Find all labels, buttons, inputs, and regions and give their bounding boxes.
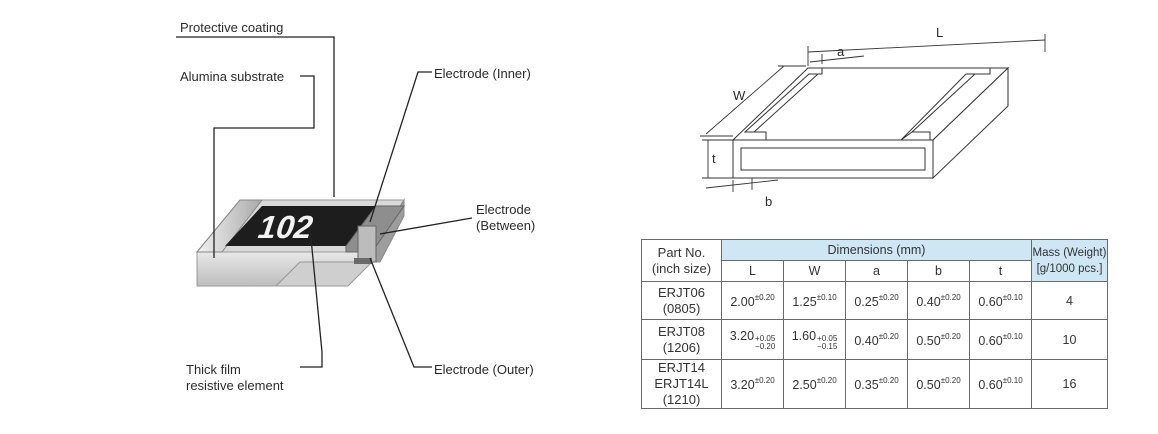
cell-L: 2.00±0.20 bbox=[721, 281, 784, 320]
cell-b: 0.40±0.20 bbox=[907, 281, 970, 320]
dim-label-W: W bbox=[733, 88, 746, 103]
cell-W: 1.25±0.10 bbox=[783, 281, 846, 320]
electrode-step-left bbox=[743, 73, 820, 133]
chip-front-inner bbox=[740, 147, 926, 171]
header-mass: Mass (Weight) [g/1000 pcs.] bbox=[1031, 239, 1108, 282]
cell-W: 2.50±0.20 bbox=[783, 359, 846, 409]
cell-a: 0.35±0.20 bbox=[845, 359, 908, 409]
chip-top-face bbox=[731, 67, 1010, 141]
dim-label-a: a bbox=[837, 44, 845, 59]
leader-thick-film bbox=[300, 227, 323, 368]
label-thick-film-1: Thick film bbox=[186, 362, 241, 377]
col-t: t bbox=[969, 260, 1032, 282]
cell-part-no: ERJT08(1206) bbox=[641, 319, 722, 360]
electrode-step-right bbox=[900, 73, 977, 141]
leader-alumina-substrate bbox=[213, 75, 315, 258]
cell-L: 3.20±0.20 bbox=[721, 359, 784, 409]
label-electrode-inner: Electrode (Inner) bbox=[434, 66, 531, 81]
leader-electrode-outer bbox=[369, 257, 432, 368]
cell-part-no: ERJT06(0805) bbox=[641, 281, 722, 320]
electrode-left-top bbox=[745, 131, 767, 140]
cell-L: 3.20+0.05−0.20 bbox=[721, 319, 784, 360]
cell-mass: 16 bbox=[1031, 359, 1108, 409]
electrode-left-back bbox=[809, 68, 823, 75]
dim-label-b: b bbox=[765, 194, 773, 209]
chip-structure-illustration: 102 bbox=[176, 36, 473, 368]
cell-mass: 10 bbox=[1031, 319, 1108, 360]
cell-a: 0.40±0.20 bbox=[845, 319, 908, 360]
electrode-right-back bbox=[966, 68, 991, 75]
label-thick-film-2: resistive element bbox=[186, 378, 284, 393]
label-alumina-substrate: Alumina substrate bbox=[180, 69, 285, 84]
col-a: a bbox=[845, 260, 908, 282]
dim-b-line bbox=[705, 179, 779, 189]
header-dimensions: Dimensions (mm) bbox=[721, 239, 1032, 261]
cell-a: 0.25±0.20 bbox=[845, 281, 908, 320]
col-W: W bbox=[783, 260, 846, 282]
header-part-no: Part No. (inch size) bbox=[641, 239, 722, 282]
cell-t: 0.60±0.10 bbox=[969, 359, 1032, 409]
label-protective-coating: Protective coating bbox=[180, 20, 284, 35]
label-electrode-between-1: Electrode bbox=[476, 202, 531, 217]
leader-electrode-between bbox=[379, 217, 473, 235]
dim-label-t: t bbox=[712, 151, 716, 166]
cell-W: 1.60+0.05−0.15 bbox=[783, 319, 846, 360]
label-electrode-outer: Electrode (Outer) bbox=[434, 362, 534, 377]
leader-electrode-inner bbox=[369, 71, 432, 223]
right-electrode-outer bbox=[354, 258, 372, 264]
dimensions-table: Part No. (inch size) Dimensions (mm) Mas… bbox=[641, 239, 1108, 409]
cell-t: 0.60±0.10 bbox=[969, 319, 1032, 360]
dim-label-L: L bbox=[936, 25, 944, 40]
right-electrode-between bbox=[357, 225, 377, 263]
cell-b: 0.50±0.20 bbox=[907, 319, 970, 360]
cell-mass: 4 bbox=[1031, 281, 1108, 320]
electrode-right-top bbox=[912, 131, 931, 140]
chip-right-face bbox=[932, 66, 1009, 180]
label-electrode-between-2: (Between) bbox=[476, 218, 536, 233]
chip-front-face bbox=[732, 139, 934, 179]
leader-protective-coating bbox=[176, 36, 335, 197]
cell-b: 0.50±0.20 bbox=[907, 359, 970, 409]
protective-coating bbox=[225, 206, 376, 246]
col-L: L bbox=[721, 260, 784, 282]
cell-t: 0.60±0.10 bbox=[969, 281, 1032, 320]
resistor-marking: 102 bbox=[253, 209, 318, 245]
col-b: b bbox=[907, 260, 970, 282]
